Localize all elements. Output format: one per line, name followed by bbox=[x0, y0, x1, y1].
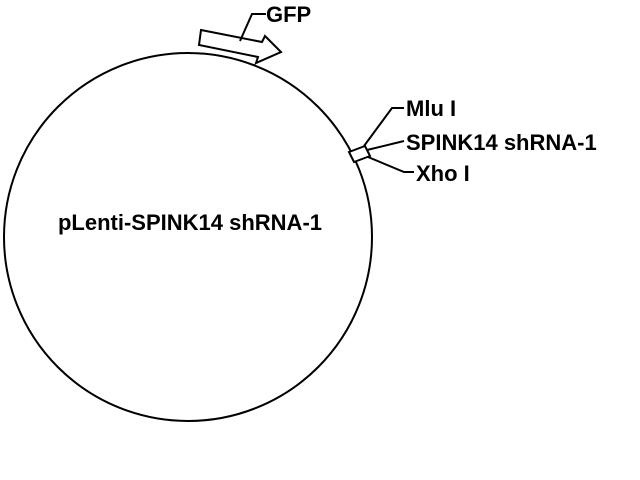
xho-label: Xho I bbox=[416, 161, 470, 186]
xho-leader-line bbox=[367, 156, 414, 173]
shrna-leader-line bbox=[366, 140, 405, 151]
gfp-leader-line bbox=[239, 13, 266, 42]
shrna-label: SPINK14 shRNA-1 bbox=[406, 130, 597, 155]
gfp-label: GFP bbox=[266, 2, 311, 27]
shrna-insert-box bbox=[347, 144, 372, 164]
mlu-leader-line bbox=[363, 107, 404, 147]
mlu-label: Mlu I bbox=[406, 96, 456, 121]
plasmid-backbone-circle bbox=[3, 52, 373, 422]
plasmid-name-label: pLenti-SPINK14 shRNA-1 bbox=[58, 210, 322, 235]
gfp-feature-arrow bbox=[197, 28, 283, 65]
